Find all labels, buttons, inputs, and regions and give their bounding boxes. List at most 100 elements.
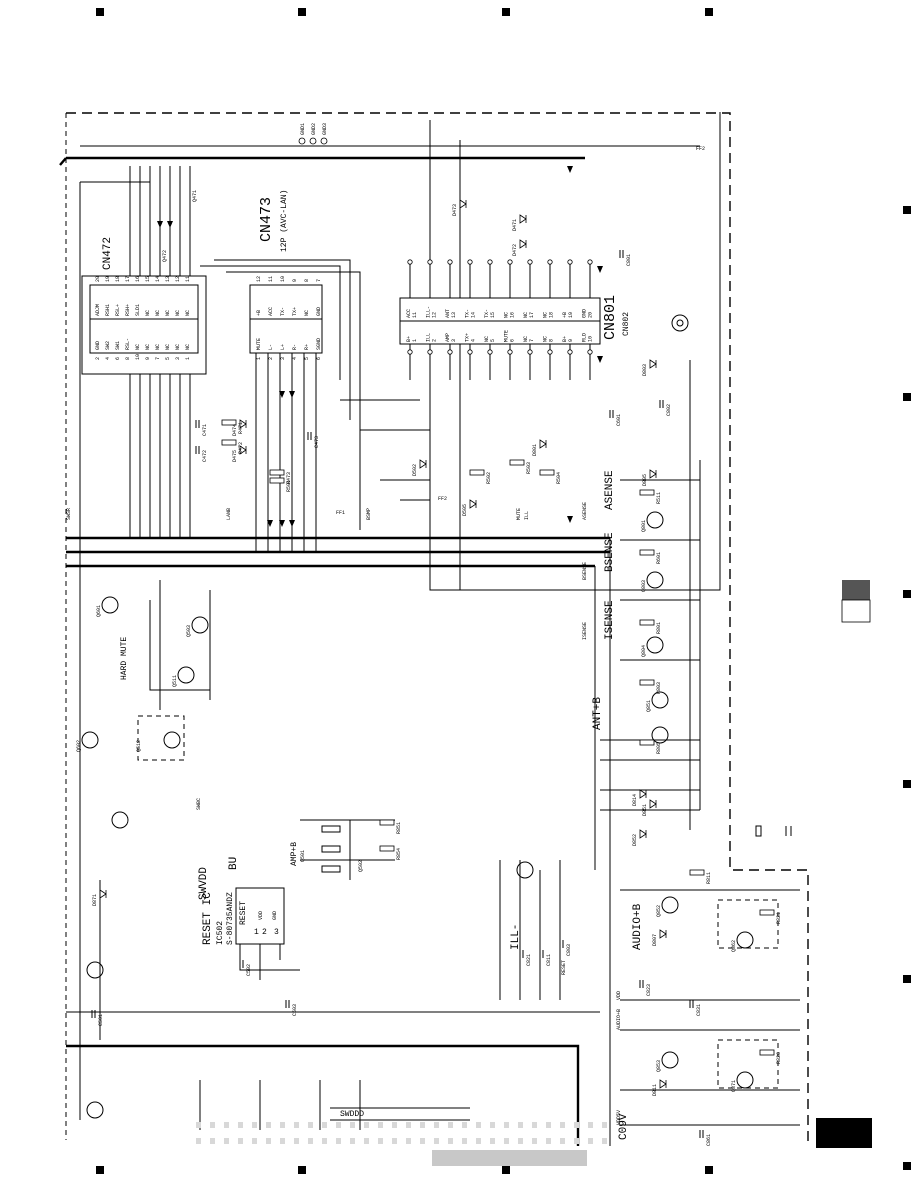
cn473-pin-number: 1 <box>256 357 262 360</box>
cn801-pin-number: 18 <box>549 312 555 318</box>
cn801-pin-number: 9 <box>568 339 574 342</box>
hard-mute-block: HARD MUTE <box>120 580 211 761</box>
diode-label: D852 <box>632 834 638 846</box>
test-pad <box>266 1122 271 1128</box>
resistor-label: R811 <box>706 872 712 884</box>
test-point <box>407 259 413 265</box>
resistor-label: R472 <box>238 442 244 454</box>
test-pad <box>294 1122 299 1128</box>
diode-label: D502 <box>412 464 418 476</box>
test-pad <box>378 1122 383 1128</box>
resistor <box>639 489 655 496</box>
offsheet-marker: FF2 <box>696 146 705 152</box>
cn473-pin-label: R- <box>292 344 298 350</box>
cn472-pin-label: ADJM <box>95 304 101 316</box>
cn472-pin-number: 6 <box>115 357 121 360</box>
cn801-pin-label: TX- <box>484 309 490 318</box>
offsheet-marker: FF1 <box>336 510 345 516</box>
arrow-marker <box>167 221 173 228</box>
test-pad <box>280 1138 285 1144</box>
cn801-pin-label: NC <box>543 312 549 318</box>
cn801-pin-number: 2 <box>432 339 438 342</box>
test-pad <box>322 1138 327 1144</box>
cn472-pin-number: 14 <box>155 276 161 282</box>
resistor-label: R501 <box>286 480 292 492</box>
connector-wires <box>129 166 603 552</box>
resistor <box>689 869 705 876</box>
capacitor <box>699 1130 704 1138</box>
cn801-pin-label: B+ <box>406 336 412 342</box>
test-pad <box>196 1138 201 1144</box>
test-pad <box>378 1138 383 1144</box>
cn472-pin-label: NC <box>155 344 161 350</box>
signal-label: AUDIO+B <box>616 1009 622 1030</box>
svg-text:3: 3 <box>274 928 279 937</box>
cn473-pin-number: 3 <box>280 357 286 360</box>
test-pad <box>350 1138 355 1144</box>
cn472-pin-number: 16 <box>135 276 141 282</box>
capacitor <box>285 1000 290 1008</box>
diode <box>419 459 427 469</box>
cn472-pin-number: 2 <box>95 357 101 360</box>
diode-label: D807 <box>652 934 658 946</box>
capacitor-label: C802 <box>666 404 672 416</box>
test-pad-row <box>196 1122 607 1144</box>
diode <box>649 359 657 369</box>
diode <box>519 214 527 224</box>
test-pad <box>280 1122 285 1128</box>
transistor-label: Q862 <box>731 940 737 952</box>
capacitor-label: C503 <box>292 1004 298 1016</box>
signal-label: VDD <box>616 991 622 1000</box>
test-pad <box>420 1122 425 1128</box>
test-pad <box>420 1138 425 1144</box>
test-pad <box>504 1122 509 1128</box>
svg-text:AMP+B: AMP+B <box>290 842 299 866</box>
resistor <box>379 845 395 852</box>
test-pad <box>210 1138 215 1144</box>
capacitor <box>91 1010 96 1018</box>
capacitor <box>307 432 312 440</box>
cn473-pin-number: 10 <box>280 276 286 282</box>
bottom-gray-bar <box>432 1150 587 1166</box>
capacitor-label: C831 <box>696 1004 702 1016</box>
test-pad <box>406 1122 411 1128</box>
resistor-label: R801 <box>656 622 662 634</box>
test-pad <box>252 1138 257 1144</box>
cn472-pin-label: NC <box>155 310 161 316</box>
resistor <box>639 739 655 746</box>
test-pad <box>448 1122 453 1128</box>
arrow-marker <box>267 520 273 527</box>
diode <box>469 499 477 509</box>
resistor <box>469 469 485 476</box>
net-terminal <box>309 137 317 145</box>
transistor-label: Q512 <box>136 740 142 752</box>
cn801-pin-label: NC <box>523 336 529 342</box>
svg-text:HARD MUTE: HARD MUTE <box>120 637 129 680</box>
cn473-pin-number: 2 <box>268 357 274 360</box>
cn801-pin-label: B+ <box>562 336 568 342</box>
svg-text:SWDDD: SWDDD <box>340 1110 364 1119</box>
test-pad <box>224 1122 229 1128</box>
capacitor <box>539 950 544 958</box>
diode-label: D811 <box>652 1084 658 1096</box>
diode <box>99 889 107 899</box>
diode <box>649 469 657 479</box>
test-pad <box>462 1138 467 1144</box>
test-pad <box>532 1122 537 1128</box>
cn802-label: CN802 <box>622 312 631 336</box>
cn801-pin-label: ACC <box>406 309 412 318</box>
resistor <box>221 439 237 446</box>
cn473-pin-label: MUTE <box>256 338 262 350</box>
test-pad <box>434 1138 439 1144</box>
test-pad <box>238 1122 243 1128</box>
diode <box>659 1079 667 1089</box>
signal-label: SWSR <box>66 508 72 520</box>
test-pad <box>448 1138 453 1144</box>
resistor-label: R473 <box>286 472 292 484</box>
offsheet-marker: FF2 <box>438 496 447 502</box>
cn473-pin-label: NC <box>304 310 310 316</box>
cn801-pin-label: NC <box>543 336 549 342</box>
test-pad <box>322 1122 327 1128</box>
